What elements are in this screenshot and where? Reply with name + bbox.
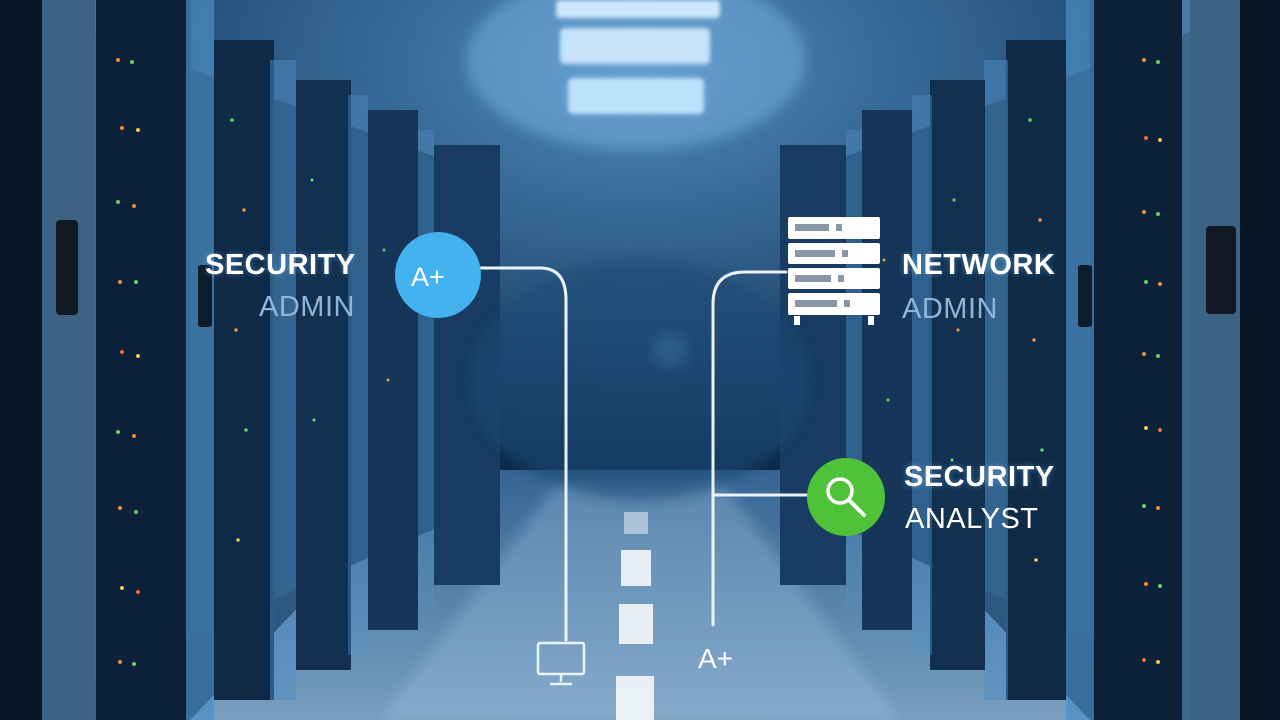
security-admin-badge-label: A+ [411, 262, 445, 292]
security-analyst-subtitle: ANALYST [905, 503, 1039, 535]
network-admin-title: NETWORK [902, 249, 1056, 281]
monitor-icon [536, 641, 586, 686]
connector-lines [478, 266, 810, 642]
magnifier-icon [807, 458, 885, 536]
security-admin-title: SECURITY [205, 249, 356, 281]
security-admin-subtitle: ADMIN [259, 291, 355, 323]
server-icon [788, 217, 880, 325]
connector-security-admin [478, 266, 568, 642]
network-admin-subtitle: ADMIN [902, 293, 998, 325]
security-analyst-title: SECURITY [904, 461, 1055, 493]
connector-network-admin [711, 270, 788, 627]
security-admin-badge [395, 232, 481, 318]
path-end-badge-label: A+ [698, 643, 734, 674]
